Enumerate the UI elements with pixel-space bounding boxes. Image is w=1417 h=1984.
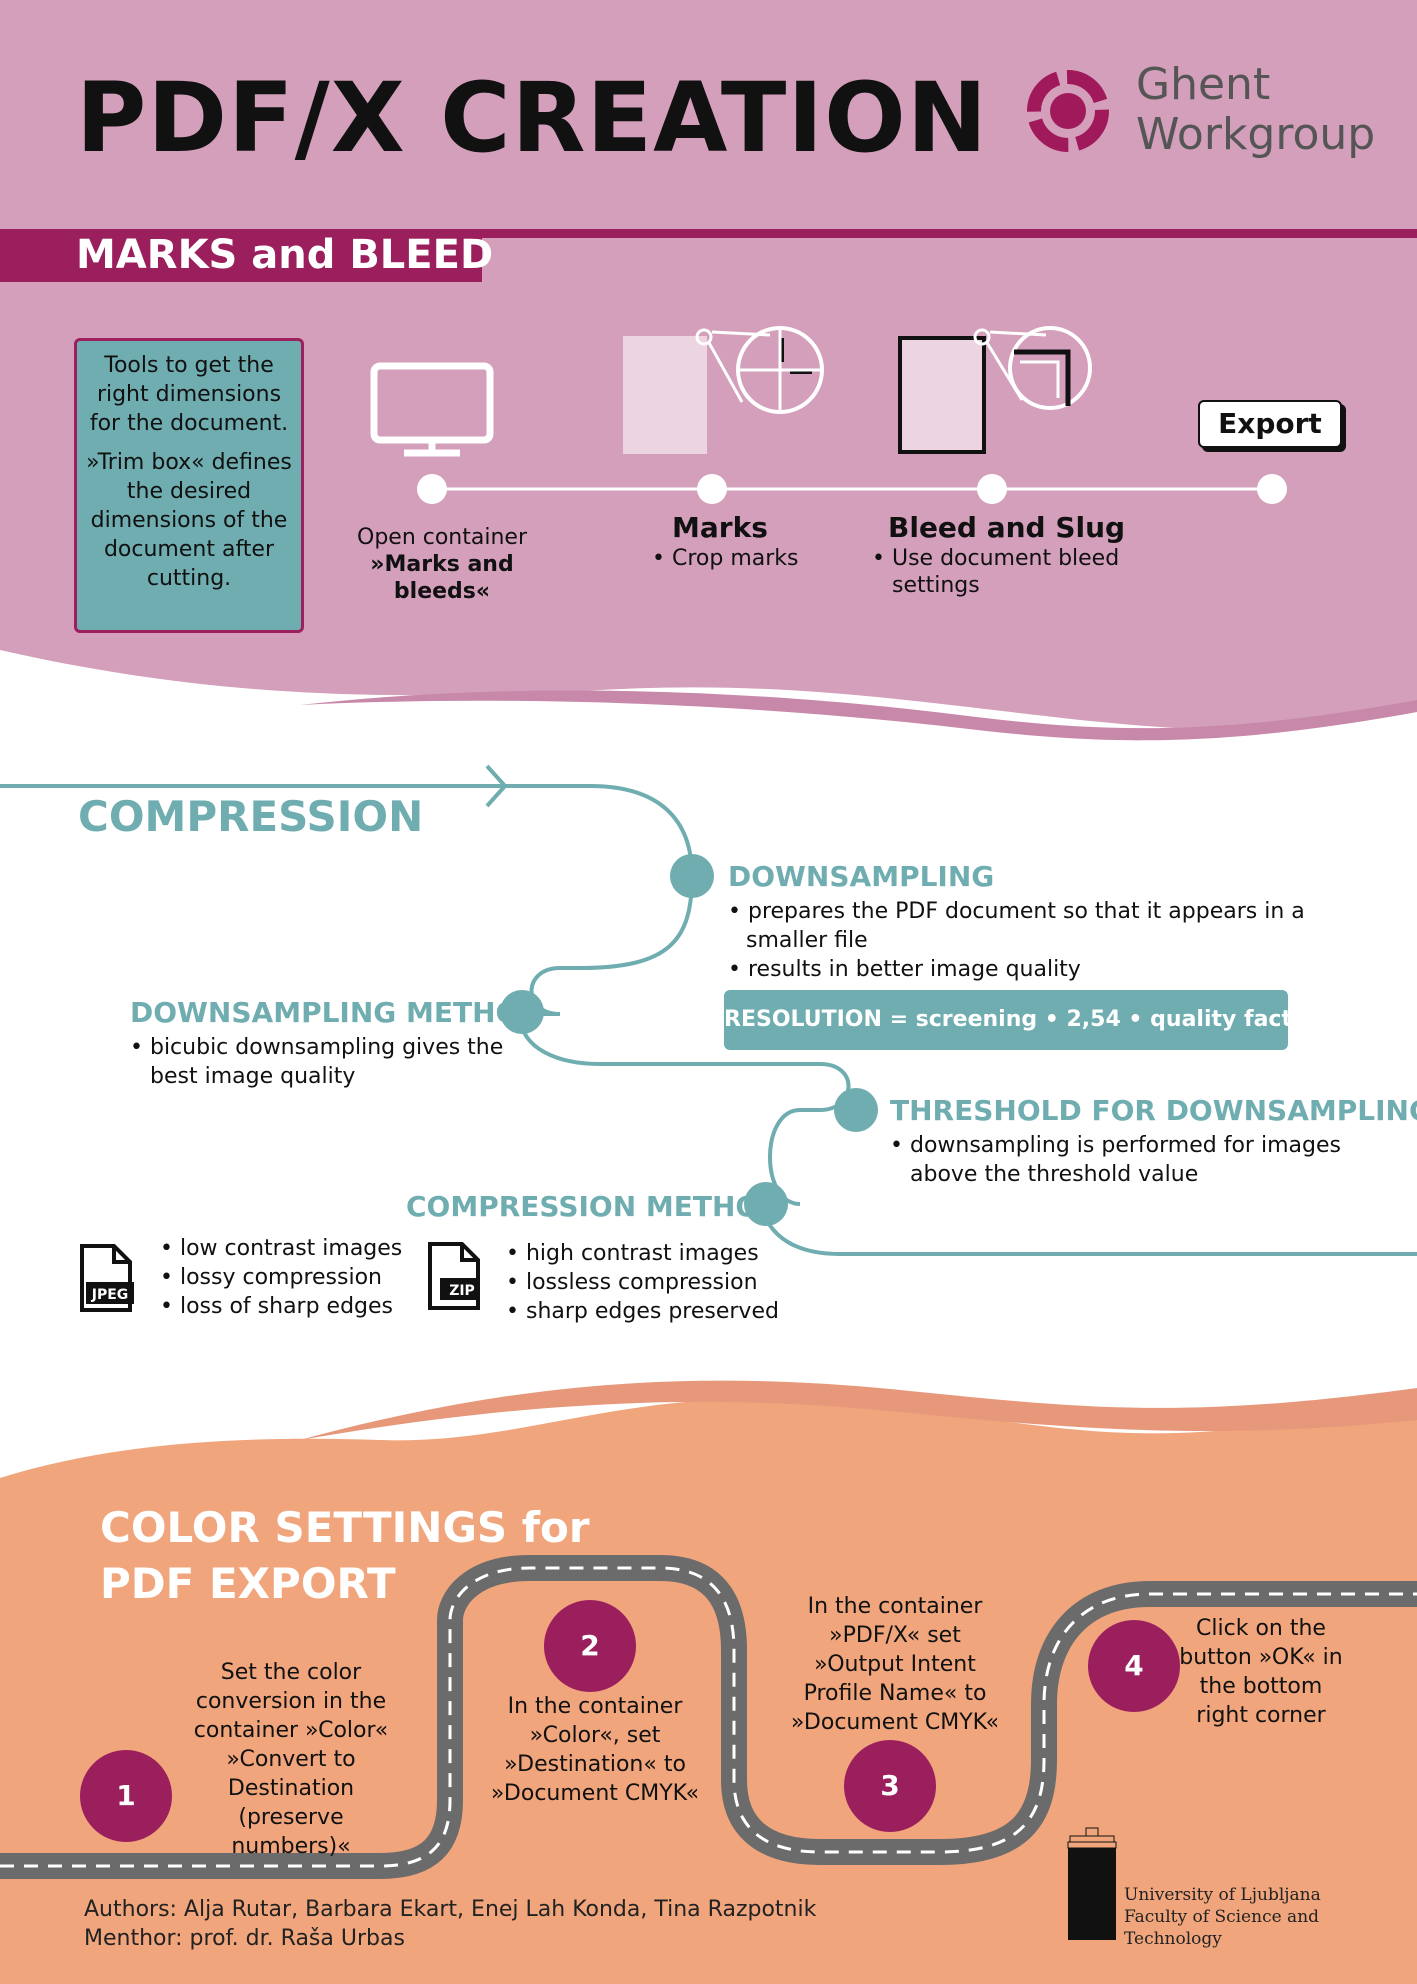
- color-settings-title: COLOR SETTINGS for PDF EXPORT: [100, 1500, 590, 1612]
- jpeg-bullet-1: low contrast images: [160, 1234, 402, 1263]
- downsampling-bullet-2: • results in better image quality: [728, 957, 1081, 982]
- step-badge-3: 3: [844, 1740, 936, 1832]
- credits: Authors: Alja Rutar, Barbara Ekart, Enej…: [84, 1895, 816, 1953]
- university-line-2: Faculty of Science and Technology: [1124, 1907, 1320, 1949]
- threshold-heading: THRESHOLD FOR DOWNSAMPLING: [890, 1094, 1417, 1127]
- page-title: PDF/X CREATION: [76, 62, 989, 174]
- step-badge-1: 1: [80, 1750, 172, 1842]
- compression-nodes: [500, 854, 878, 1226]
- downsampling-bullet-1-text: prepares the PDF document so that it app…: [746, 899, 1305, 953]
- university-building-icon: [1067, 1827, 1117, 1940]
- step-badge-2: 2: [544, 1600, 636, 1692]
- downsampling-heading: DOWNSAMPLING: [728, 860, 995, 893]
- university-line-1: University of Ljubljana: [1124, 1885, 1321, 1905]
- compression-method-heading: COMPRESSION METHOD: [406, 1190, 783, 1223]
- zip-file-icon: ZIP: [428, 1242, 480, 1310]
- orange-wave-accent: [300, 1380, 1417, 1440]
- menthor-line: Menthor: prof. dr. Raša Urbas: [84, 1926, 405, 1951]
- zip-bullets: high contrast images lossless compressio…: [506, 1239, 779, 1326]
- step-open-container: Open container »Marks and bleeds«: [322, 524, 562, 605]
- jpeg-bullet-2: lossy compression: [160, 1263, 402, 1292]
- threshold-block: THRESHOLD FOR DOWNSAMPLING • downsamplin…: [890, 1094, 1417, 1189]
- section-label-marks-bleed: MARKS and BLEED: [76, 232, 494, 278]
- info-paragraph-2: »Trim box« defines the desired dimension…: [86, 450, 292, 591]
- downsampling-block: DOWNSAMPLING • prepares the PDF document…: [728, 860, 1308, 984]
- step-text-3: In the container »PDF/X« set »Output Int…: [790, 1594, 1000, 1735]
- jpeg-bullet-3: loss of sharp edges: [160, 1292, 402, 1321]
- threshold-bullet: • downsampling is performed for images a…: [890, 1133, 1341, 1187]
- zip-bullet-1: high contrast images: [506, 1239, 779, 1268]
- color-title-line1: COLOR SETTINGS for: [100, 1503, 590, 1552]
- step-bleed-bullet-text: Use document bleed settings: [891, 546, 1120, 598]
- threshold-bullet-text: downsampling is performed for images abo…: [909, 1133, 1341, 1187]
- step-badge-4: 4: [1088, 1620, 1180, 1712]
- jpeg-file-icon: JPEG: [80, 1244, 134, 1312]
- zip-bullet-2: lossless compression: [506, 1268, 779, 1297]
- compression-title: COMPRESSION: [78, 792, 424, 841]
- step-bleed-slug: Bleed and Slug • Use document bleed sett…: [872, 514, 1132, 599]
- monitor-icon: [370, 362, 494, 457]
- jpeg-icon-label: JPEG: [91, 1287, 129, 1303]
- logo-line-2: Workgroup: [1136, 109, 1376, 160]
- jpeg-bullets: low contrast images lossy compression lo…: [160, 1234, 402, 1321]
- crop-marks-page-icon: [623, 326, 824, 454]
- downsampling-method-bullet: • bicubic downsampling gives the best im…: [130, 1035, 504, 1089]
- zip-bullet-3: sharp edges preserved: [506, 1297, 779, 1326]
- magenta-band-line: [0, 229, 1417, 238]
- step-text-4: Click on the button »OK« in the bottom r…: [1179, 1616, 1343, 1728]
- university-name: University of Ljubljana Faculty of Scien…: [1124, 1884, 1417, 1950]
- step-text-1: Set the color conversion in the containe…: [193, 1660, 389, 1859]
- color-title-line2: PDF EXPORT: [100, 1559, 396, 1608]
- road: [0, 1555, 1417, 1879]
- pink-wave-accent: [300, 690, 1417, 741]
- authors-line: Authors: Alja Rutar, Barbara Ekart, Enej…: [84, 1897, 817, 1922]
- pink-section-bg: [0, 0, 1417, 730]
- logo-line-1: Ghent: [1136, 59, 1271, 110]
- step-marks: Marks Crop marks: [652, 514, 832, 572]
- step-marks-title: Marks: [672, 511, 768, 544]
- downsampling-method-bullet-text: bicubic downsampling gives the best imag…: [149, 1035, 504, 1089]
- bleed-page-icon: [898, 326, 1092, 454]
- ghent-workgroup-logo: [1027, 70, 1109, 152]
- logo-text: Ghent Workgroup: [1136, 60, 1375, 160]
- downsampling-method-block: DOWNSAMPLING METHOD • bicubic downsampli…: [130, 996, 543, 1091]
- zip-icon-label: ZIP: [449, 1283, 475, 1299]
- step-open-line1: Open container: [357, 525, 527, 550]
- downsampling-bullet-1: • prepares the PDF document so that it a…: [728, 899, 1305, 953]
- step-open-line2: »Marks and bleeds«: [370, 552, 514, 604]
- marks-timeline: [417, 474, 1287, 504]
- magenta-band-label-bg: [0, 229, 482, 282]
- export-button[interactable]: Export: [1198, 400, 1342, 448]
- step-marks-bullet: Crop marks: [652, 545, 832, 572]
- step-bleed-bullet: • Use document bleed settings: [872, 546, 1120, 598]
- info-paragraph-1: Tools to get the right dimensions for th…: [89, 353, 289, 436]
- step-text-2: In the container »Color«, set »Destinati…: [490, 1694, 700, 1806]
- resolution-formula: RESOLUTION = screening • 2,54 • quality …: [724, 990, 1318, 1050]
- step-bleed-title: Bleed and Slug: [888, 511, 1126, 544]
- downsampling-method-heading: DOWNSAMPLING METHOD: [130, 996, 543, 1029]
- trim-box-info-card: Tools to get the right dimensions for th…: [74, 338, 304, 633]
- orange-section-bg: [0, 1398, 1417, 1984]
- downsampling-bullets: • prepares the PDF document so that it a…: [728, 897, 1308, 984]
- downsampling-bullet-2-text: results in better image quality: [747, 957, 1081, 982]
